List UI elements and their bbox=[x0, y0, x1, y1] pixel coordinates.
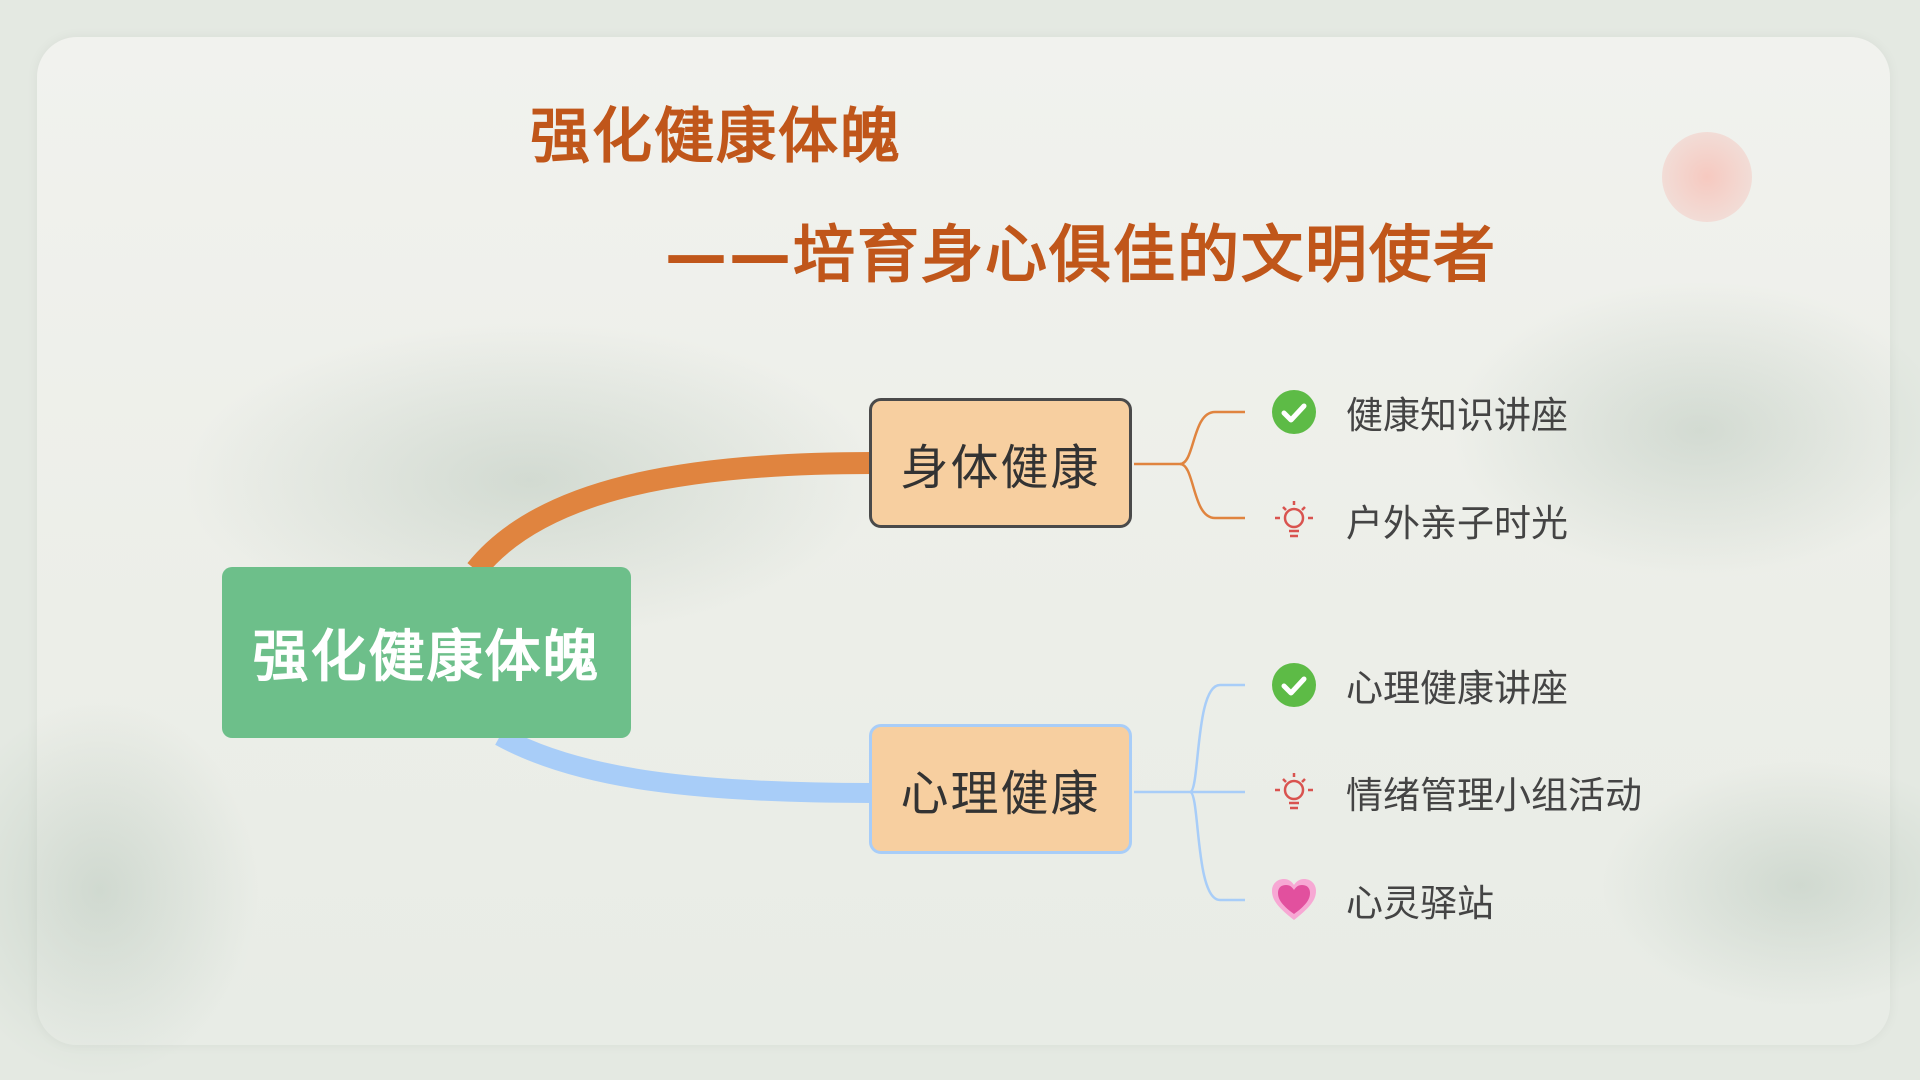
check-icon bbox=[1270, 388, 1318, 436]
check-icon bbox=[1270, 661, 1318, 709]
root-node[interactable]: 强化健康体魄 bbox=[222, 567, 631, 738]
leaf-label: 情绪管理小组活动 bbox=[1346, 774, 1642, 817]
leaf-item[interactable]: 户外亲子时光 bbox=[1270, 495, 1568, 545]
leaf-label: 户外亲子时光 bbox=[1346, 502, 1568, 545]
leaf-label: 心理健康讲座 bbox=[1346, 667, 1568, 710]
branch-node-physical[interactable]: 身体健康 bbox=[869, 398, 1132, 528]
leaf-label: 健康知识讲座 bbox=[1346, 394, 1568, 437]
bracket-mental bbox=[1134, 683, 1245, 902]
leaf-item[interactable]: 心灵驿站 bbox=[1270, 875, 1494, 925]
leaf-item[interactable]: 健康知识讲座 bbox=[1270, 387, 1568, 437]
lightbulb-icon bbox=[1270, 768, 1318, 816]
slide-title: 强化健康体魄 bbox=[530, 102, 902, 172]
branch-link-physical bbox=[467, 452, 873, 577]
branch-link-mental bbox=[495, 727, 873, 803]
leaf-item[interactable]: 情绪管理小组活动 bbox=[1270, 767, 1642, 817]
heart-icon bbox=[1270, 876, 1318, 924]
branch-node-mental[interactable]: 心理健康 bbox=[869, 724, 1132, 854]
leaf-item[interactable]: 心理健康讲座 bbox=[1270, 660, 1568, 710]
mountain-decoration bbox=[1600, 760, 1920, 1010]
bamboo-decoration bbox=[0, 700, 260, 1080]
leaf-label: 心灵驿站 bbox=[1346, 882, 1494, 925]
bracket-physical bbox=[1134, 410, 1245, 520]
slide-subtitle: ——培育身心俱佳的文明使者 bbox=[665, 218, 1498, 291]
mountain-decoration bbox=[1450, 280, 1920, 580]
slide-card bbox=[37, 37, 1890, 1045]
lightbulb-icon bbox=[1270, 496, 1318, 544]
sun-decoration bbox=[1662, 132, 1752, 222]
